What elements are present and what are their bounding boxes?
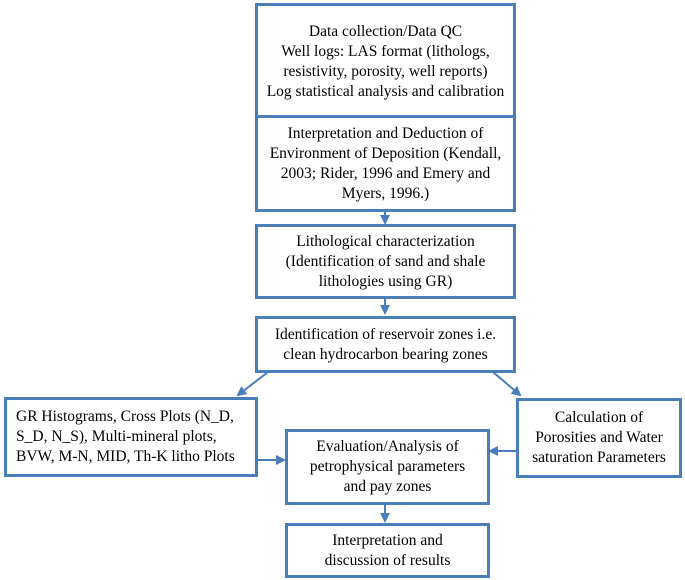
box-line: Identification of reservoir zones i.e. xyxy=(274,325,497,343)
box-line: resistivity, porosity, well reports) xyxy=(283,62,488,80)
results-box: Interpretation and discussion of results xyxy=(285,523,490,578)
box-line: and pay zones xyxy=(343,478,432,495)
evaluation-box: Evaluation/Analysis of petrophysical par… xyxy=(285,429,490,505)
box-line: Calculation of xyxy=(554,409,644,426)
box-line: Log statistical analysis and calibration xyxy=(266,82,505,100)
box-line: saturation Parameters xyxy=(532,449,666,466)
interpretation-box: Interpretation and Deduction of Environm… xyxy=(255,115,516,212)
arrow-reservoir-to-gr xyxy=(236,371,269,397)
box-line: lithologies using GR) xyxy=(318,272,453,290)
gr-histograms-box: GR Histograms, Cross Plots (N_D, S_D, N_… xyxy=(4,397,258,477)
data-collection-box: Data collection/Data QC Well logs: LAS f… xyxy=(255,3,516,120)
box-line: Porosities and Water xyxy=(535,429,663,446)
box-line: Lithological characterization xyxy=(296,232,475,250)
lithological-box: Lithological characterization (Identific… xyxy=(255,224,516,299)
box-line: clean hydrocarbon bearing zones xyxy=(283,345,488,363)
box-line: discussion of results xyxy=(324,551,451,569)
box-line: Data collection/Data QC xyxy=(308,22,463,40)
reservoir-zones-box: Identification of reservoir zones i.e. c… xyxy=(255,316,516,373)
box-line: Interpretation and xyxy=(332,531,443,549)
box-line: Environment of Deposition (Kendall, xyxy=(269,144,502,162)
box-line: Myers, 1996.) xyxy=(341,184,430,202)
box-line: GR Histograms, Cross Plots (N_D, xyxy=(16,408,234,425)
arrow-reservoir-to-calculation xyxy=(492,371,522,397)
box-line: BVW, M-N, MID, Th-K litho Plots xyxy=(16,448,235,465)
box-line: Evaluation/Analysis of xyxy=(316,438,459,455)
calculation-box: Calculation of Porosities and Water satu… xyxy=(516,398,682,478)
box-line: 2003; Rider, 1996 and Emery and xyxy=(280,164,491,182)
box-line: (Identification of sand and shale xyxy=(285,252,486,270)
box-line: petrophysical parameters xyxy=(309,458,466,475)
box-line: Well logs: LAS format (lithologs, xyxy=(281,42,490,60)
box-line: Interpretation and Deduction of xyxy=(287,124,484,142)
box-line: S_D, N_S), Multi-mineral plots, xyxy=(16,428,217,445)
